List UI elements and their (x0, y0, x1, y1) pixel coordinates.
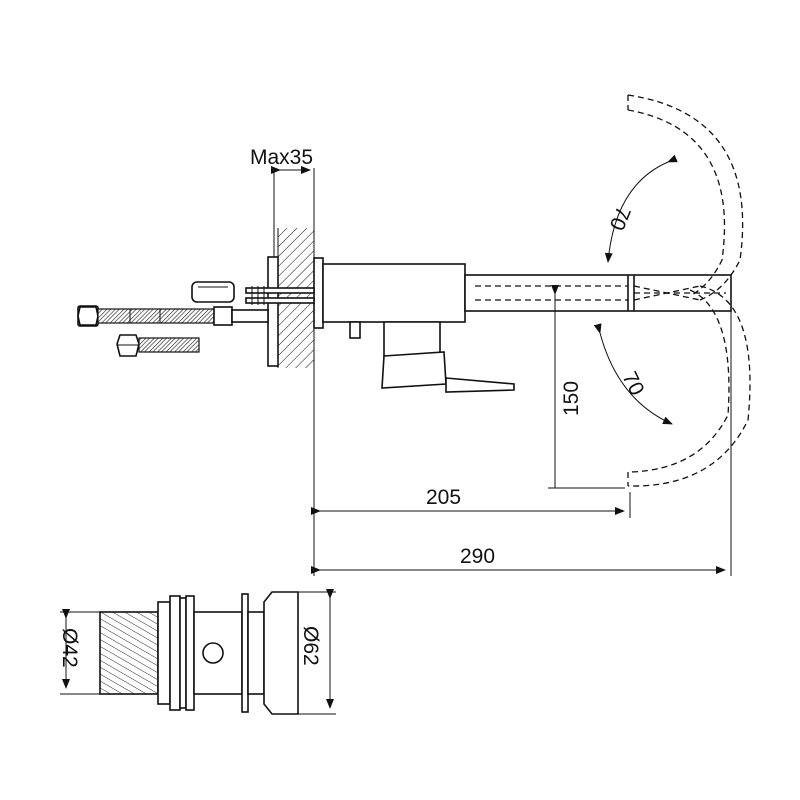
lower-swivel-angle: 70 (593, 323, 673, 425)
reach-dimension: 205 (311, 368, 631, 576)
cartridge-side-view (99, 591, 299, 715)
rear-mounting-plate (267, 256, 279, 367)
lower-swivel-label: 70 (618, 368, 649, 399)
mounting-rods (245, 286, 315, 305)
flange-diameter-label: Ø62 (299, 626, 322, 666)
height-label: 150 (560, 381, 583, 416)
upper-swivel-label: 70 (605, 203, 635, 233)
overall-length-dimension: 290 (311, 311, 732, 576)
lower-swivel-path (627, 285, 751, 487)
lower-braided-hose (116, 334, 200, 357)
upper-braided-hose (77, 305, 269, 327)
cartridge-cap (191, 281, 235, 303)
spout (464, 274, 732, 312)
flange-diameter-dimension: Ø62 (298, 589, 336, 715)
upper-swivel-path (627, 94, 744, 301)
reach-label: 205 (426, 486, 461, 509)
upper-swivel-angle: 70 (605, 154, 678, 263)
overall-length-label: 290 (460, 545, 495, 568)
front-escutcheon-plate (313, 257, 324, 329)
max-wall-dimension: Max35 (250, 146, 315, 258)
height-dimension: 150 (548, 285, 625, 489)
thread-diameter-label: Ø42 (58, 628, 81, 668)
lever-handle (381, 321, 515, 393)
thread-diameter-dimension: Ø42 (58, 609, 100, 695)
max-wall-label: Max35 (250, 146, 313, 169)
